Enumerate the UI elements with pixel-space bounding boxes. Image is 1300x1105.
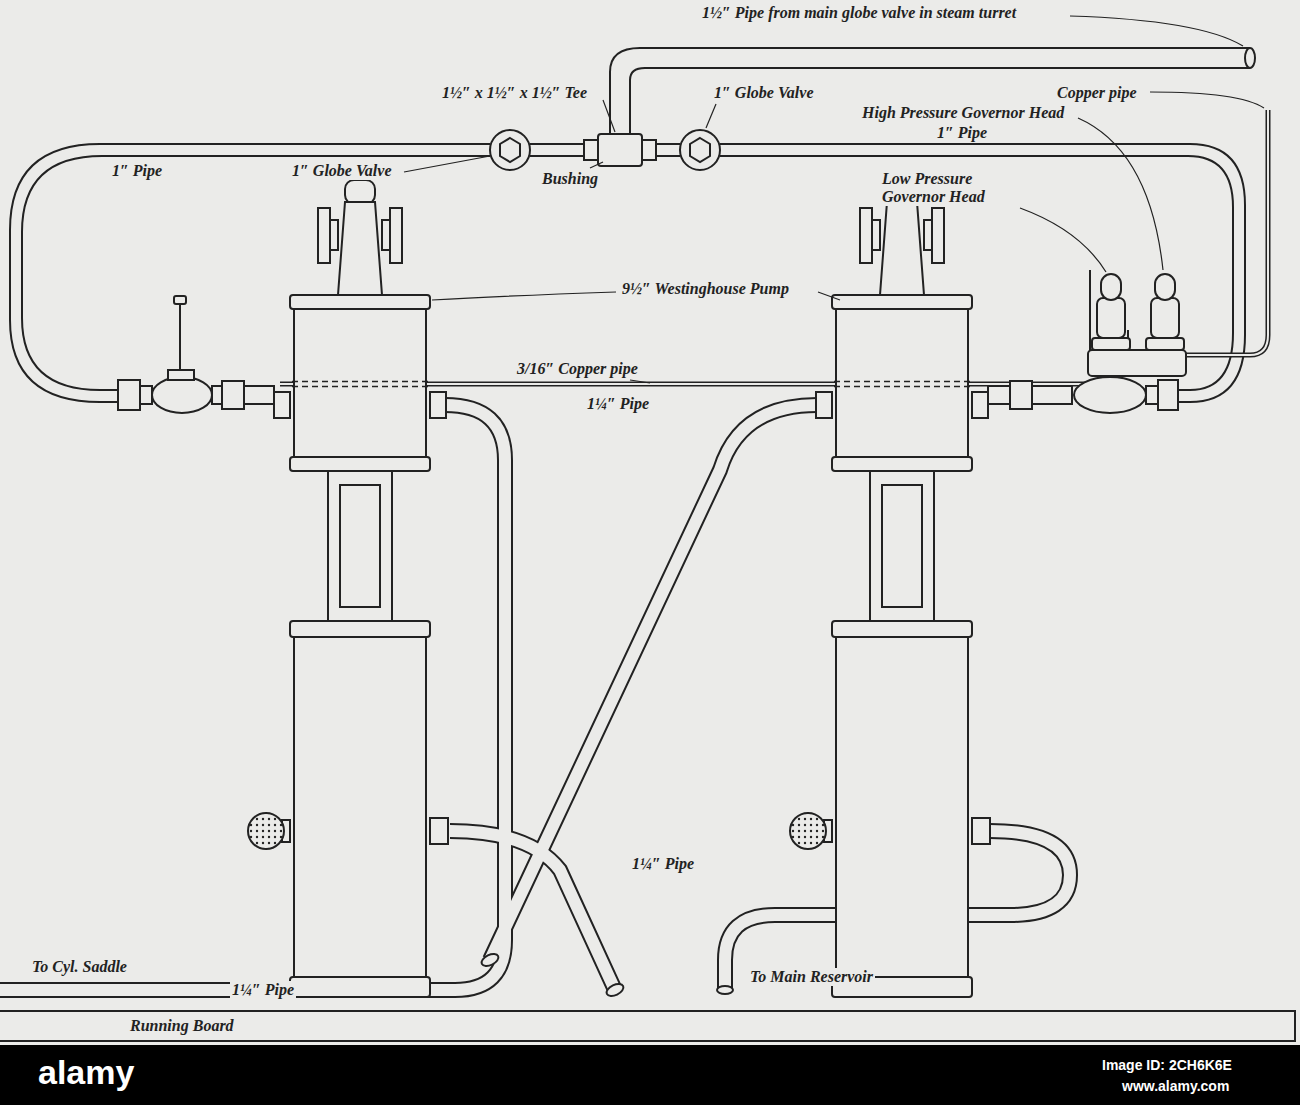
part-label: To Cyl. Saddle — [30, 958, 129, 976]
part-label: Copper pipe — [1055, 84, 1139, 102]
watermark-text: Image ID: 2CH6K6E — [1100, 1056, 1234, 1074]
pipe-end — [480, 952, 733, 999]
westinghouse-pump — [790, 174, 990, 997]
part-label: 1¼″ Pipe — [230, 981, 296, 999]
part-label: To Main Reservoir — [748, 968, 875, 986]
part-label: 1″ Pipe — [110, 162, 164, 180]
part-label: 1¼″ Pipe — [585, 395, 651, 413]
globe-valve — [490, 130, 720, 170]
node-text: Running Board — [130, 1017, 234, 1035]
watermark-text: alamy — [36, 1052, 136, 1092]
watermark-text: www.alamy.com — [1120, 1077, 1231, 1095]
copper-pipe — [280, 110, 1268, 384]
part-label: 1½″ x 1½″ x 1½″ Tee — [440, 84, 589, 102]
running-board: Running Board — [0, 1010, 1296, 1042]
watermark-bar — [0, 1045, 1300, 1105]
part-label: 3/16″ Copper pipe — [515, 360, 640, 378]
part-label: 1½″ Pipe from main globe valve in steam … — [700, 4, 1018, 22]
part-label: 1″ Globe Valve — [290, 162, 393, 180]
part-label: Bushing — [540, 170, 600, 188]
leader-line — [404, 16, 1264, 383]
steam-valve — [118, 296, 274, 413]
part-label: 1″ Globe Valve — [712, 84, 815, 102]
part-label: Low Pressure Governor Head — [880, 170, 1034, 206]
part-label: 1″ Pipe — [935, 124, 989, 142]
governor-valve — [988, 270, 1186, 413]
part-label: 9½″ Westinghouse Pump — [620, 280, 791, 298]
part-label: High Pressure Governor Head — [860, 104, 1066, 122]
part-label: 1¼″ Pipe — [630, 855, 696, 873]
one-inch-pipe — [10, 144, 1245, 402]
copper-pipe-hidden — [292, 382, 970, 387]
tee-fitting — [584, 134, 656, 166]
westinghouse-pump — [248, 174, 448, 997]
